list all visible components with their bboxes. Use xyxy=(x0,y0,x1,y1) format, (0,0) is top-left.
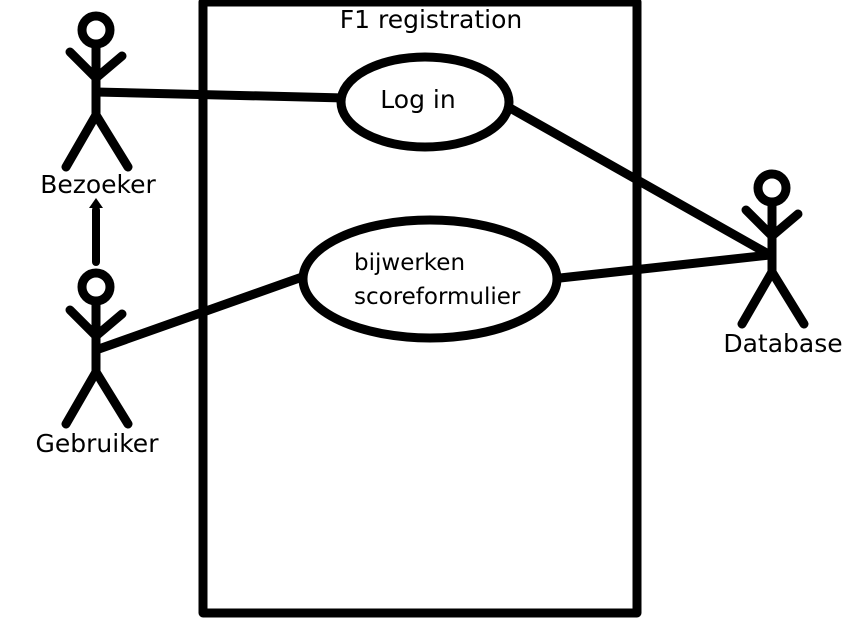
generalization-arrow xyxy=(89,198,103,266)
use-case-login[interactable]: Log in xyxy=(336,52,514,152)
actor-gebruiker[interactable]: Gebruiker xyxy=(36,268,160,458)
actor-database-label: Database xyxy=(723,329,842,358)
use-case-bijwerken-scoreformulier[interactable]: bijwerken scoreformulier xyxy=(298,215,562,343)
association-bezoeker-login xyxy=(91,87,350,103)
association-bijwerken-database xyxy=(555,250,775,283)
stick-figure-icon xyxy=(737,169,809,329)
actor-database[interactable]: Database xyxy=(723,169,843,358)
association-gebruiker-bijwerken xyxy=(91,271,310,355)
use-case-login-label: Log in xyxy=(380,85,455,114)
use-case-bijwerken-line1: bijwerken xyxy=(354,250,465,276)
actor-bezoeker-label: Bezoeker xyxy=(40,170,156,199)
system-title: F1 registration xyxy=(340,5,522,34)
association-login-database xyxy=(505,103,775,260)
actor-gebruiker-label: Gebruiker xyxy=(36,429,160,458)
use-case-bijwerken-line2: scoreformulier xyxy=(354,284,521,310)
stick-figure-icon xyxy=(61,268,133,429)
actor-bezoeker[interactable]: Bezoeker xyxy=(40,11,157,199)
stick-figure-icon xyxy=(61,11,133,172)
